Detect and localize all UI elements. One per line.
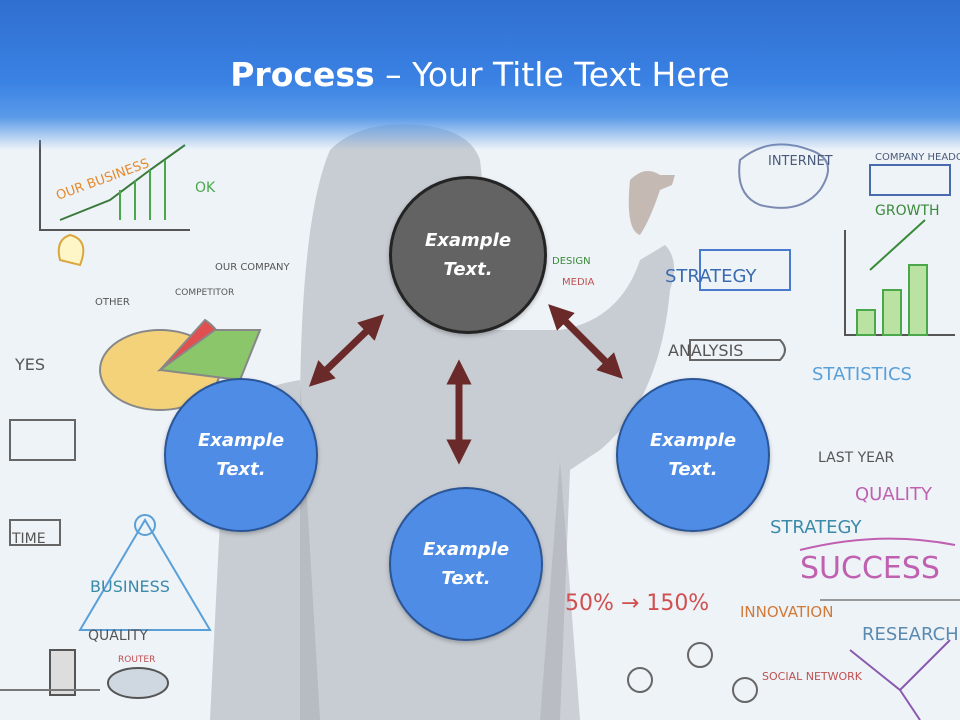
svg-text:QUALITY: QUALITY [855,484,933,505]
slide-title: Process – Your Title Text Here [0,50,960,100]
svg-text:STRATEGY: STRATEGY [770,517,863,538]
svg-text:DESIGN: DESIGN [552,256,591,267]
node-bottom: Example Text. [389,487,543,641]
svg-text:COMPANY HEADQUARTERS: COMPANY HEADQUARTERS [875,152,960,163]
svg-text:50% → 150%: 50% → 150% [565,591,709,616]
node-left-line2: Text. [216,459,266,480]
svg-text:ANALYSIS: ANALYSIS [668,341,743,360]
svg-text:QUALITY: QUALITY [88,628,148,644]
sketch-words: OUR BUSINESS OK INTERNET COMPANY HEADQUA… [11,152,960,683]
svg-text:COMPETITOR: COMPETITOR [175,288,234,298]
svg-text:RESEARCH: RESEARCH [862,624,959,645]
node-right: Example Text. [616,378,770,532]
svg-text:OK: OK [195,180,216,196]
svg-text:STRATEGY: STRATEGY [665,266,758,287]
svg-text:MEDIA: MEDIA [562,277,595,288]
title-bar [0,0,960,150]
node-left: Example Text. [164,378,318,532]
svg-text:TIME: TIME [11,531,46,547]
node-bottom-line1: Example [422,539,510,560]
title-bold: Process [230,55,375,94]
node-center: Example Text. [389,176,547,334]
node-center-line1: Example [424,230,512,251]
sketch-left [0,140,262,699]
svg-text:SOCIAL NETWORK: SOCIAL NETWORK [762,670,863,683]
svg-text:OUR COMPANY: OUR COMPANY [215,262,291,273]
svg-text:LAST YEAR: LAST YEAR [818,450,895,466]
svg-text:GROWTH: GROWTH [875,203,940,219]
svg-text:BUSINESS: BUSINESS [90,577,170,596]
node-right-line2: Text. [668,459,718,480]
svg-text:INNOVATION: INNOVATION [740,603,833,621]
node-left-line1: Example [197,430,285,451]
svg-text:INTERNET: INTERNET [768,154,833,169]
svg-text:YES: YES [14,355,45,374]
node-bottom-line2: Text. [441,568,491,589]
node-center-line2: Text. [443,259,493,280]
svg-text:STATISTICS: STATISTICS [812,364,912,385]
svg-text:ROUTER: ROUTER [118,655,155,665]
title-rest: – Your Title Text Here [374,55,730,94]
node-right-line1: Example [649,430,737,451]
svg-text:OTHER: OTHER [95,297,130,308]
svg-text:SUCCESS: SUCCESS [800,551,940,586]
